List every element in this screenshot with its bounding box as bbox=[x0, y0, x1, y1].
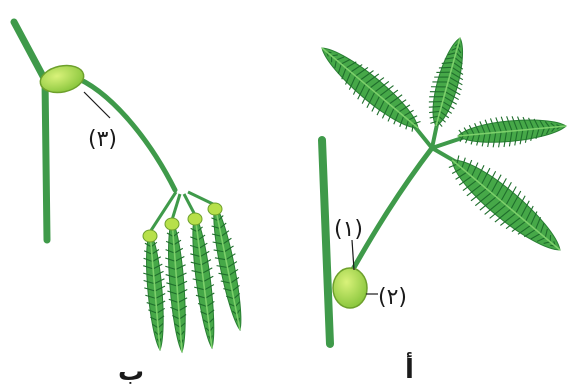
callout-2-label: (٢) bbox=[378, 285, 407, 310]
pinna-pulvinule bbox=[165, 218, 179, 230]
callout-2: (٢) bbox=[366, 285, 407, 310]
petiole-right bbox=[348, 148, 432, 278]
pinna-pulvinule bbox=[188, 213, 202, 225]
drooping-pinnae bbox=[143, 192, 241, 352]
panel-label-left: ب bbox=[118, 357, 144, 385]
open-pinna bbox=[322, 48, 420, 132]
callout-1-label: (١) bbox=[334, 217, 363, 242]
pinna-stalk bbox=[184, 194, 195, 215]
open-pinna bbox=[449, 156, 560, 250]
drooping-pinna bbox=[211, 205, 240, 330]
open-pinna bbox=[458, 116, 566, 147]
main-stem-right bbox=[322, 140, 330, 344]
drooping-pinna bbox=[143, 232, 165, 350]
pinna-pulvinule bbox=[208, 203, 222, 215]
drooping-leaf-illustration bbox=[14, 22, 241, 352]
drooping-pinna bbox=[190, 215, 214, 348]
open-leaf-illustration bbox=[322, 38, 566, 344]
pinna-stalk bbox=[188, 192, 215, 205]
pinna-pulvinule bbox=[143, 230, 157, 242]
pulvinus-right bbox=[333, 268, 367, 308]
drooping-pinna bbox=[165, 220, 187, 352]
panel-label-right: أ bbox=[405, 352, 414, 385]
open-pinna bbox=[429, 38, 463, 127]
main-stem-left bbox=[14, 22, 47, 240]
callout-3-label: (٣) bbox=[88, 127, 117, 152]
